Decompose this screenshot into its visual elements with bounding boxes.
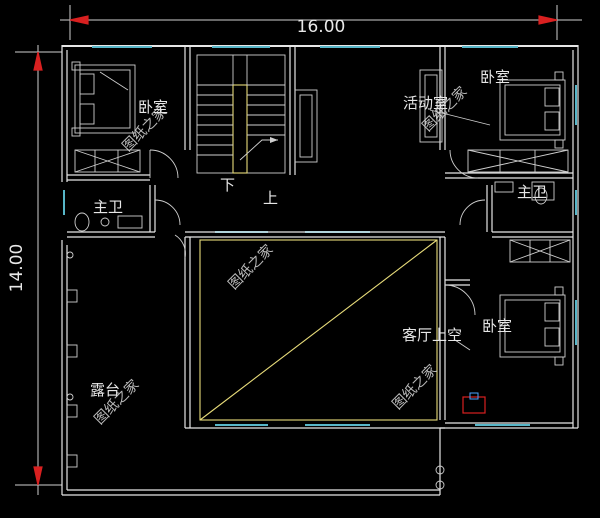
- room-label-bath-e: 主卫: [517, 183, 547, 201]
- wardrobe-nw: [74, 149, 141, 173]
- left-dimension: 14.00: [7, 45, 62, 495]
- room-label-bedroom-ne: 卧室: [480, 68, 510, 86]
- watermark: 图纸之家: [389, 361, 441, 413]
- room-label-terrace: 露台: [90, 381, 120, 399]
- bed-ne: [499, 71, 566, 149]
- wardrobe-se: [509, 239, 571, 263]
- bed-nw: [71, 61, 136, 137]
- stair-label-up: 上: [263, 189, 278, 207]
- stair-treads: [197, 55, 285, 156]
- terrace-columns: [66, 251, 445, 490]
- bath-fixtures-e: [494, 181, 555, 205]
- leader-lines: [429, 109, 491, 351]
- room-label-living-void: 客厅上空: [402, 326, 462, 344]
- dim-arrow-bottom: [33, 466, 43, 486]
- top-dimension: 16.00: [60, 5, 582, 40]
- dim-arrow-left: [69, 15, 89, 25]
- room-label-bedroom-se: 卧室: [482, 317, 512, 335]
- room-label-bedroom-nw: 卧室: [138, 98, 168, 116]
- bed-se: [499, 286, 566, 366]
- watermark: 图纸之家: [225, 241, 277, 293]
- stair-arrow: [239, 139, 278, 161]
- activity-furniture: [294, 69, 443, 163]
- door-swings: [149, 149, 486, 316]
- dim-arrow-right: [538, 15, 558, 25]
- staircase: [196, 54, 286, 174]
- width-dimension-label: 16.00: [297, 17, 346, 37]
- red-fixture: [462, 392, 486, 414]
- living-room-void: [199, 239, 438, 421]
- dim-arrow-top: [33, 51, 43, 71]
- stair-label-down: 下: [220, 176, 235, 194]
- stair-arrowhead: [270, 137, 278, 143]
- interior-walls: [67, 47, 573, 429]
- room-label-activity: 活动室: [403, 94, 448, 112]
- bath-fixtures-w: [74, 212, 143, 232]
- wardrobe-ne: [467, 149, 569, 173]
- stair-handrail: [232, 84, 248, 174]
- room-label-bath-w: 主卫: [93, 198, 123, 216]
- height-dimension-label: 14.00: [7, 244, 27, 293]
